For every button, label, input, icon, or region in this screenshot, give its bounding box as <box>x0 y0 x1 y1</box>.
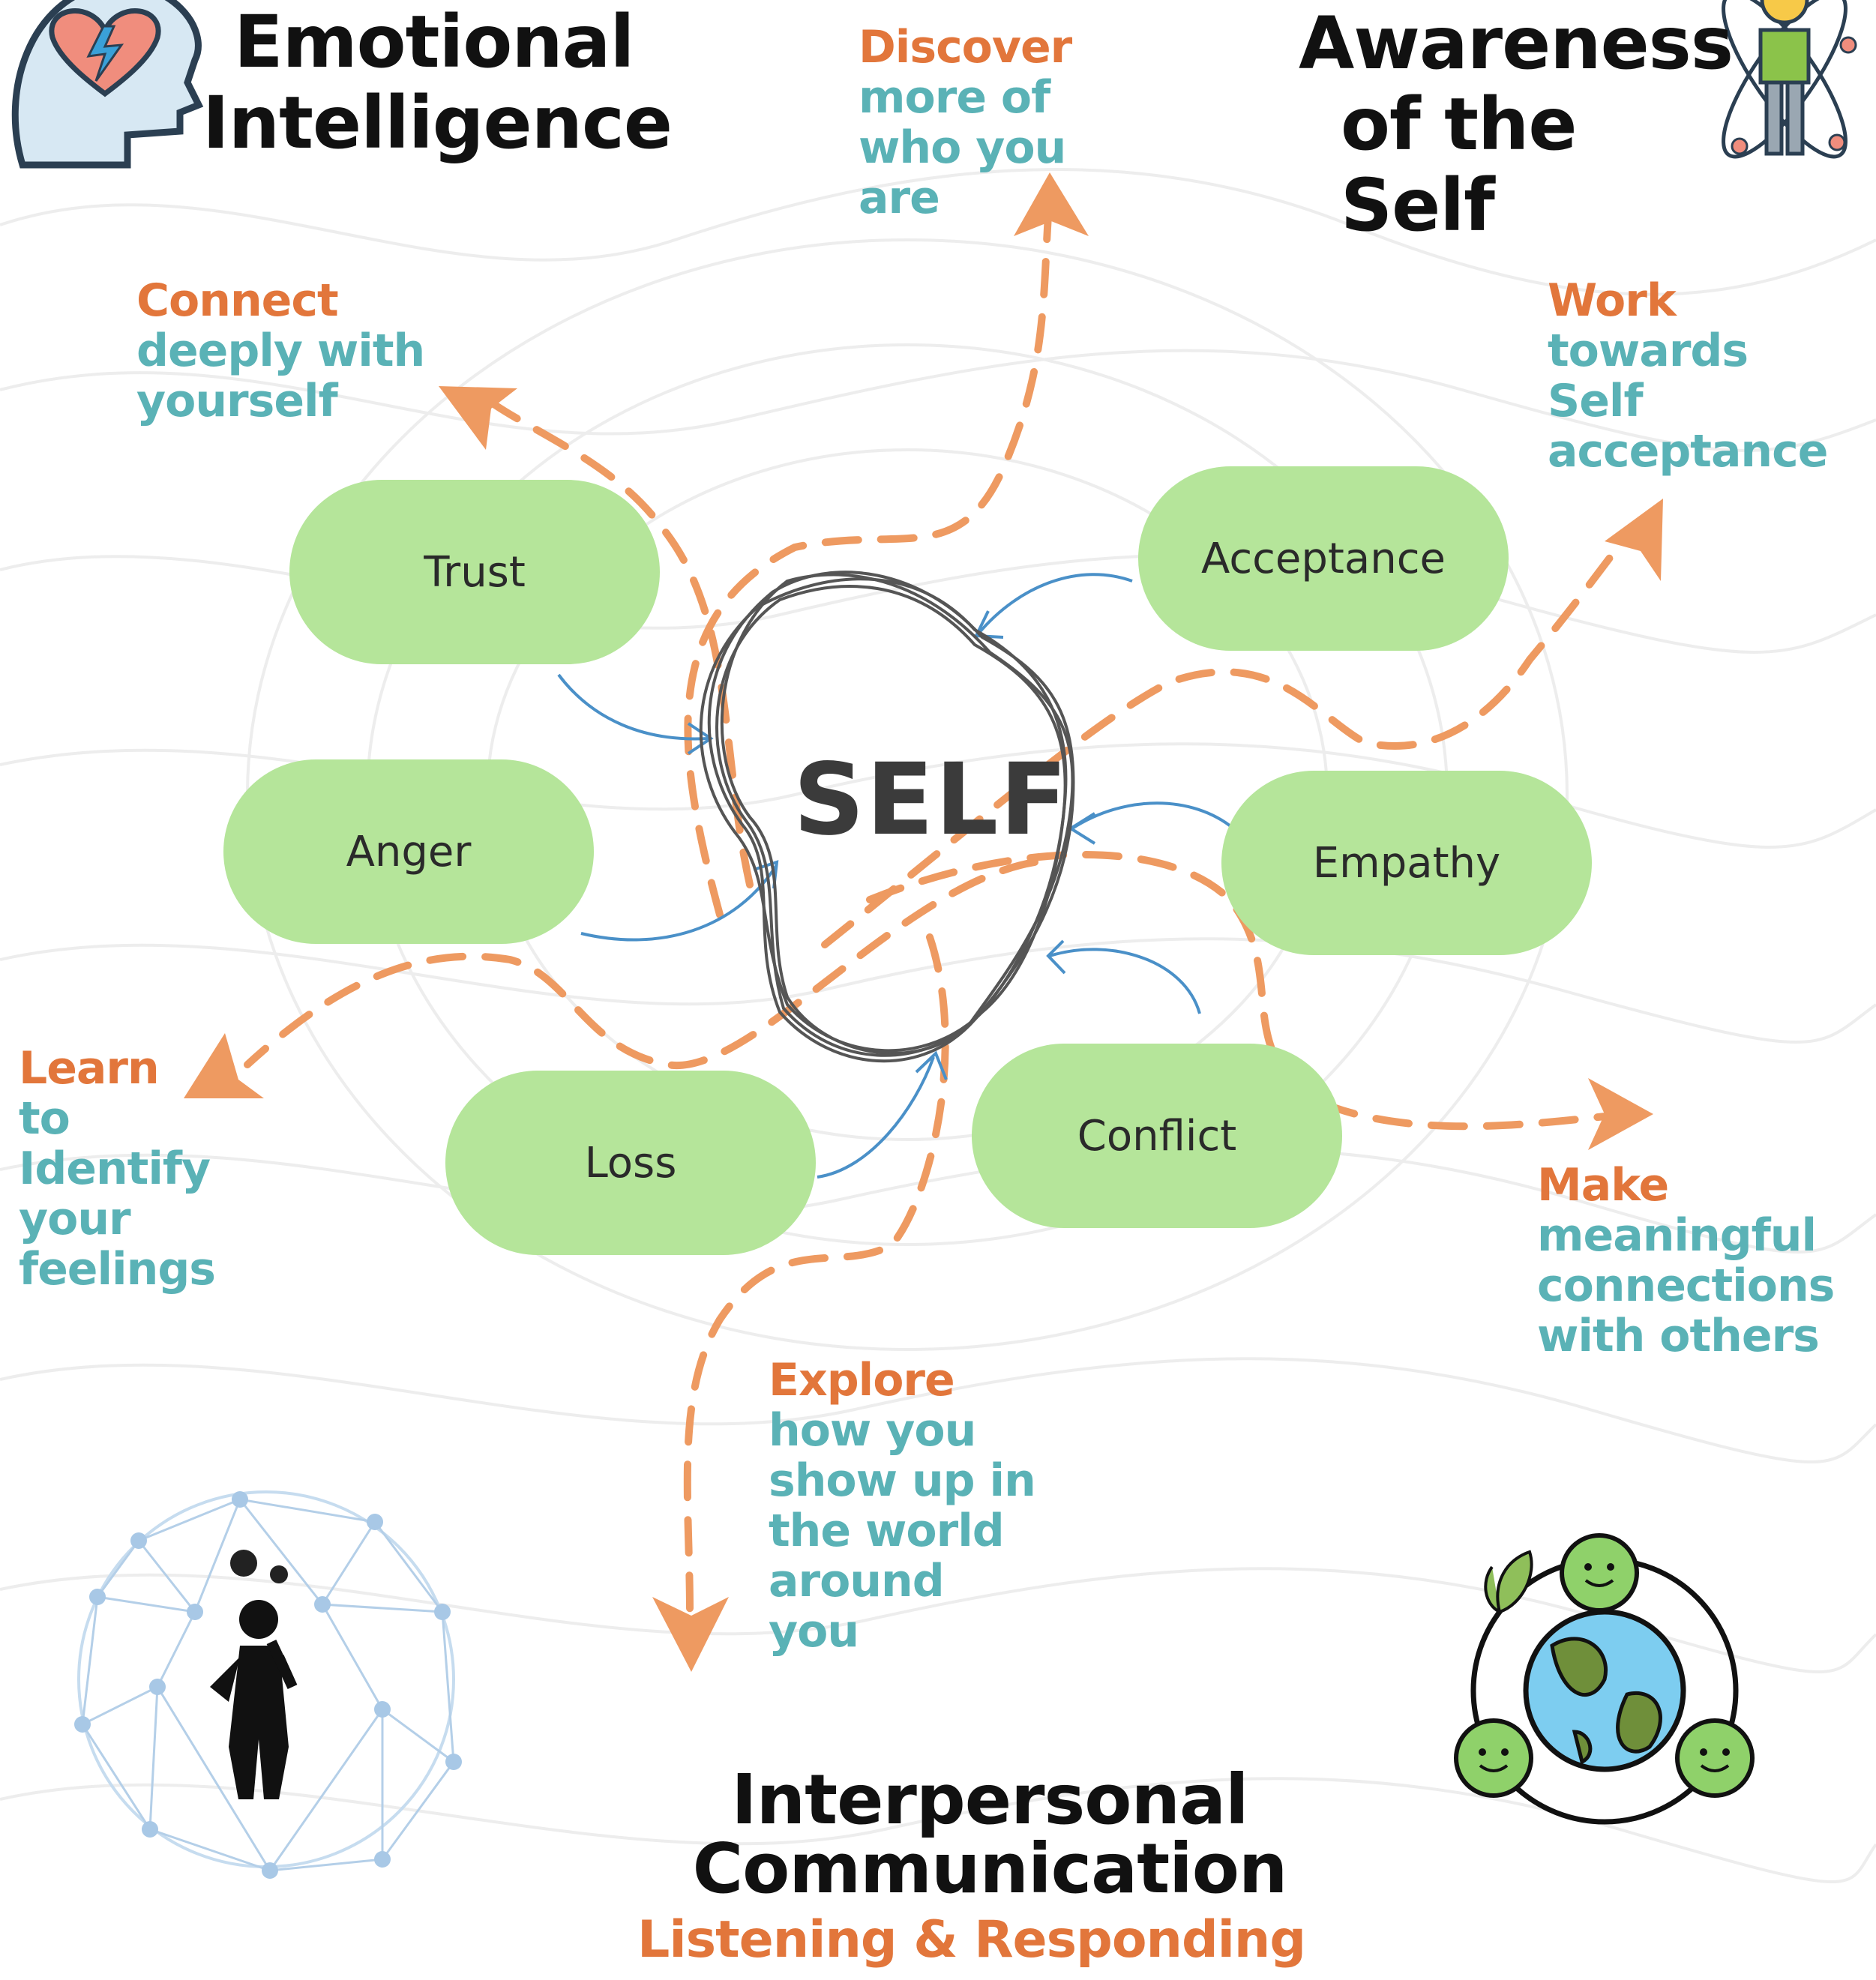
pill-conflict: Conflict <box>972 1044 1342 1228</box>
note-body: how you show up in the world around you <box>769 1404 1036 1658</box>
pill-acceptance: Acceptance <box>1138 466 1509 651</box>
note-lead: Make <box>1537 1159 1669 1212</box>
path-make <box>866 851 1616 1131</box>
bottom-subtitle: Listening & Responding <box>637 1910 1306 1970</box>
connector-empathy <box>1071 801 1235 830</box>
emotion-connectors <box>557 573 1235 1179</box>
arrowhead-explore <box>652 1597 729 1672</box>
note-discover: Discover more of who you are <box>859 21 1072 224</box>
globe-smiley-community-icon <box>1454 1533 1755 1825</box>
path-work <box>821 521 1638 948</box>
heading-emotional-intelligence: Emotional Intelligence <box>202 0 673 165</box>
heading-line-2: Intelligence <box>202 81 673 165</box>
note-connect: Connect deeply with yourself <box>136 274 425 427</box>
heading-line-1: Emotional <box>234 0 634 84</box>
heading-line-2: of the Self <box>1341 82 1577 247</box>
arrowheads <box>184 172 1663 1672</box>
thinking-person-network-icon <box>74 1490 462 1879</box>
person-lightbulb-orbit-icon <box>1722 0 1857 159</box>
note-body: meaningful connections with others <box>1537 1209 1835 1362</box>
note-learn: Learn to Identify your feelings <box>19 1042 216 1296</box>
pill-trust: Trust <box>289 480 660 664</box>
path-discover <box>684 191 1053 918</box>
heading-line-1: Awareness <box>1299 1 1734 85</box>
path-learn <box>244 858 1038 1070</box>
note-body: deeply with yourself <box>136 325 425 427</box>
center-label: SELF <box>793 742 1069 858</box>
arrowhead-discover <box>1014 172 1089 236</box>
connector-loss <box>817 1056 935 1179</box>
self-scribble <box>699 571 1075 1063</box>
note-lead: Discover <box>859 21 1072 73</box>
heading-line-2: Communication <box>692 1829 1288 1909</box>
note-lead: Connect <box>136 274 339 327</box>
note-lead: Explore <box>769 1354 955 1406</box>
note-body: more of who you are <box>859 71 1066 224</box>
path-connect <box>491 401 754 888</box>
connector-acceptance <box>977 573 1133 635</box>
pill-empathy: Empathy <box>1221 771 1592 955</box>
pill-anger: Anger <box>223 759 594 944</box>
arrowhead-connect <box>439 386 517 450</box>
connector-anger <box>580 864 778 942</box>
note-lead: Work <box>1548 274 1677 327</box>
heading-awareness-of-self: Awareness of the Self <box>1297 3 1747 246</box>
head-heart-lightning-icon <box>11 0 204 169</box>
heading-line-1: Interpersonal <box>731 1760 1248 1840</box>
heading-interpersonal-communication: Interpersonal Communication <box>667 1766 1312 1904</box>
note-body: to Identify your feelings <box>19 1092 216 1296</box>
connector-conflict <box>1049 948 1201 1014</box>
arrowhead-make <box>1588 1078 1653 1150</box>
path-explore <box>683 933 949 1616</box>
dashed-paths <box>244 191 1638 1616</box>
connector-trust <box>557 673 709 741</box>
arrowhead-work <box>1605 499 1663 581</box>
pill-loss: Loss <box>445 1071 816 1255</box>
note-explore: Explore how you show up in the world aro… <box>769 1354 1036 1658</box>
note-make: Make meaningful connections with others <box>1537 1159 1835 1362</box>
note-body: towards Self acceptance <box>1548 325 1828 478</box>
note-work: Work towards Self acceptance <box>1548 274 1828 478</box>
arrowhead-learn <box>184 1033 264 1098</box>
note-lead: Learn <box>19 1042 160 1095</box>
